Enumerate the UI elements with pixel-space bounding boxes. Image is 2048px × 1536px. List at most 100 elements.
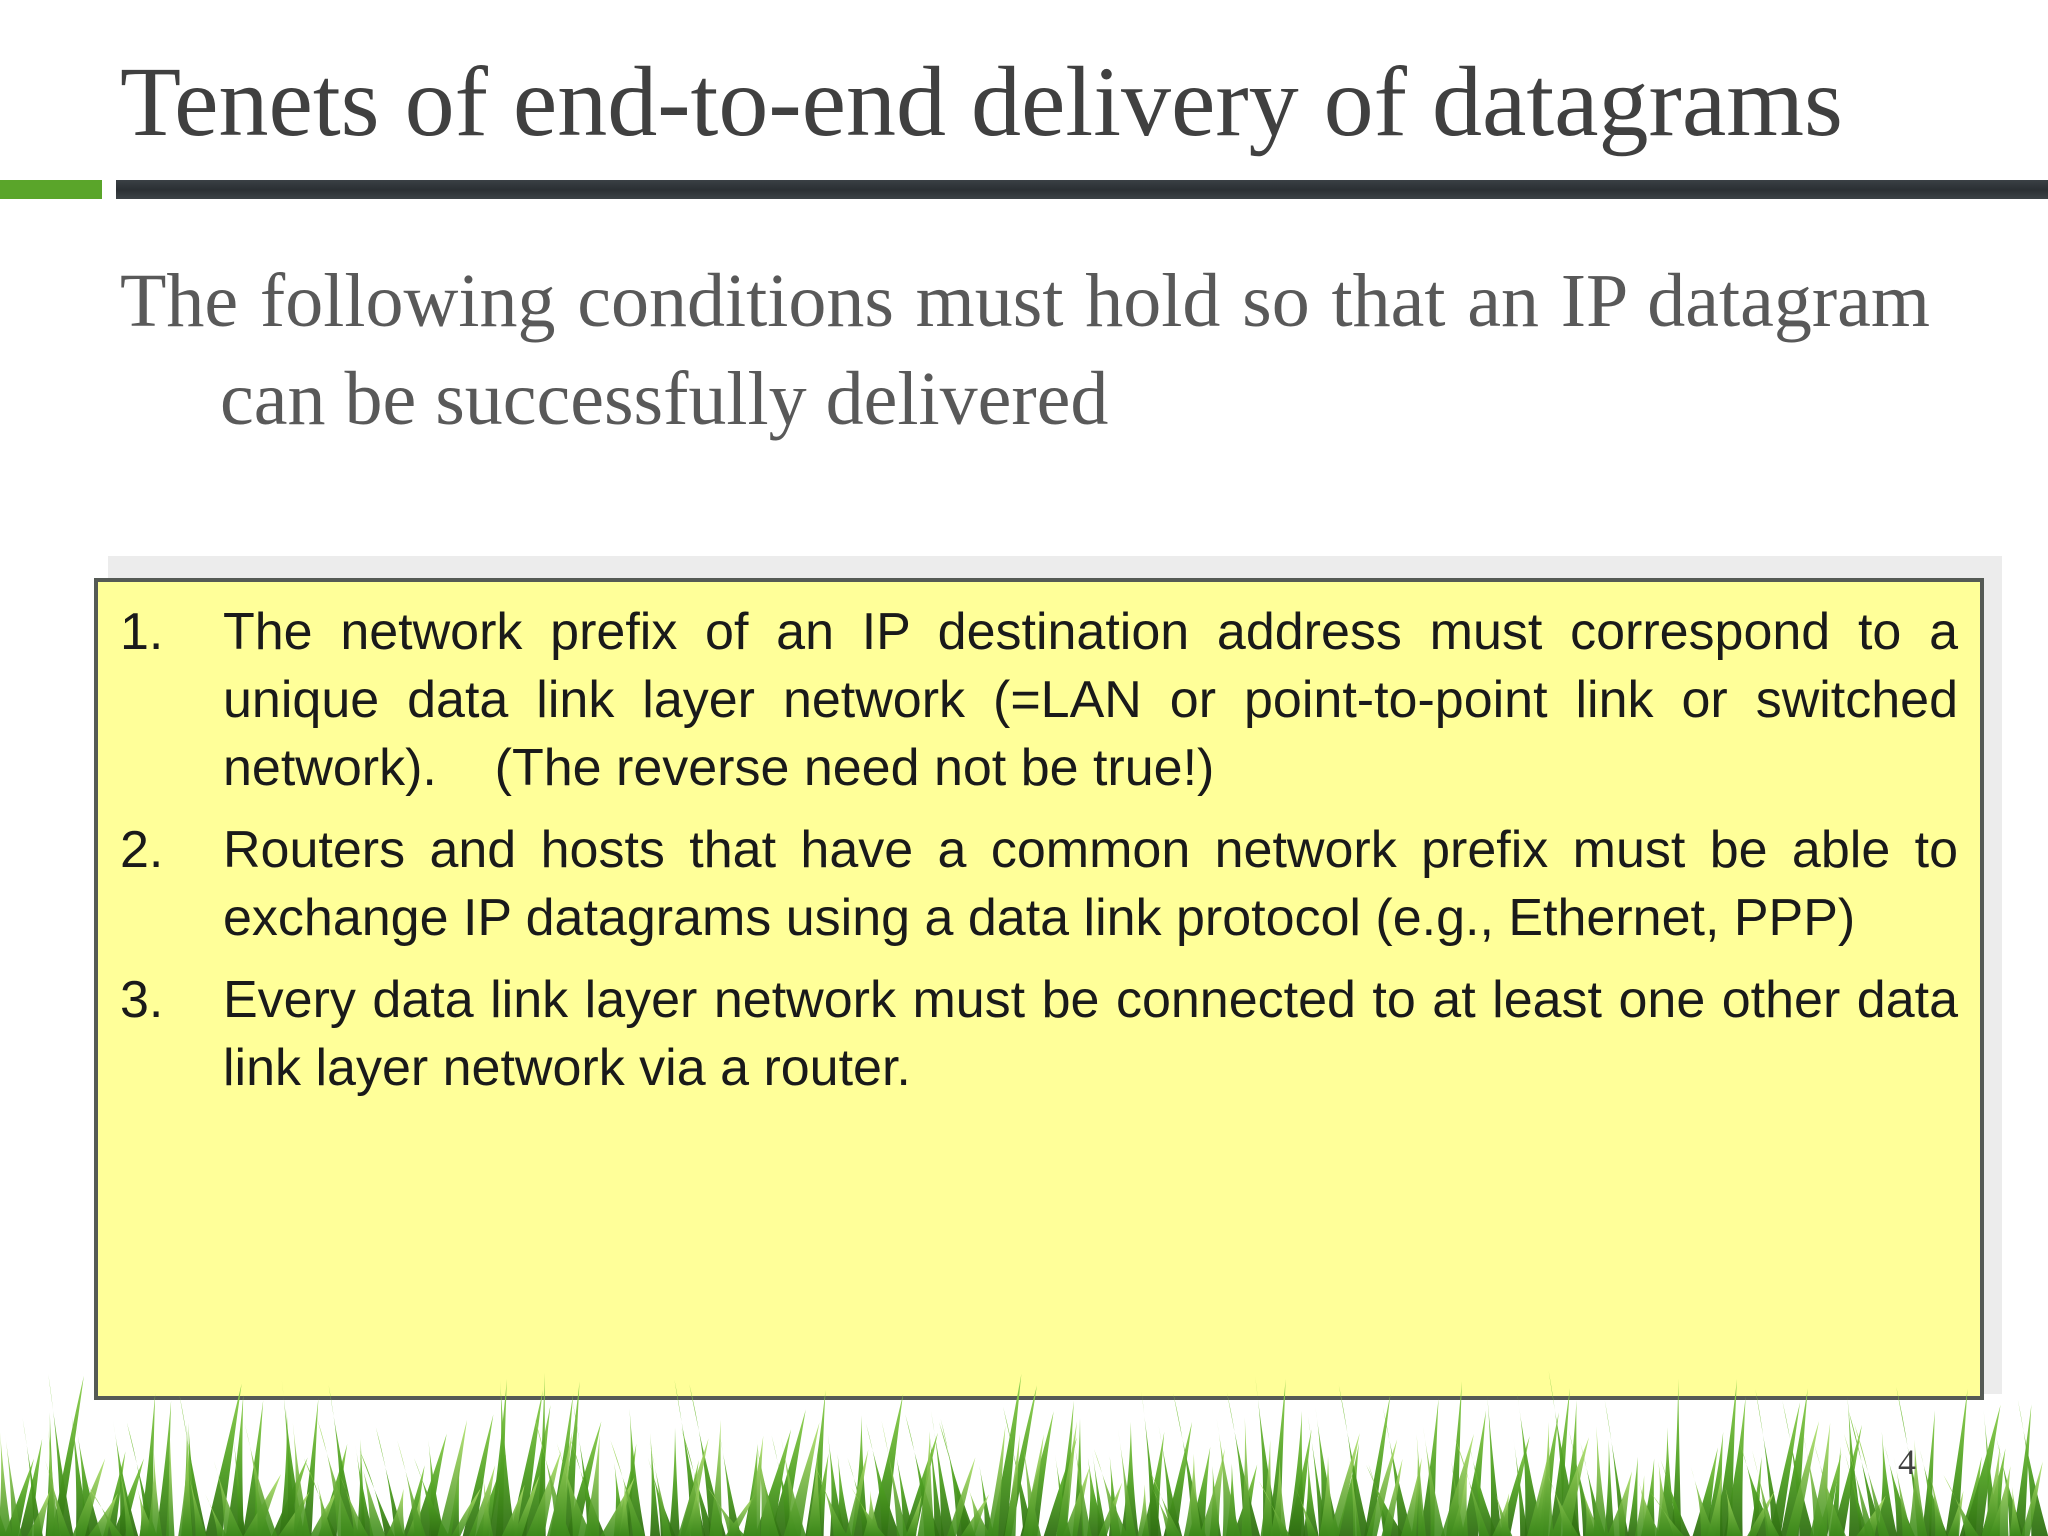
- grass-blade: [1655, 1461, 1675, 1536]
- grass-blade: [1468, 1444, 1498, 1536]
- grass-blade: [278, 1491, 310, 1536]
- grass-blade: [1747, 1491, 1775, 1536]
- grass-blade: [1071, 1424, 1092, 1536]
- condition-item: 2. Routers and hosts that have a common …: [120, 816, 1958, 952]
- grass-blade: [18, 1438, 43, 1536]
- grass-blade: [1158, 1425, 1183, 1536]
- grass-blade: [1093, 1448, 1129, 1536]
- grass-blade: [1486, 1389, 1502, 1536]
- grass-blade: [709, 1419, 723, 1536]
- grass-blade: [681, 1428, 715, 1536]
- grass-blade: [1216, 1418, 1241, 1536]
- grass-blade: [931, 1411, 956, 1536]
- grass-blade: [1832, 1424, 1862, 1536]
- grass-blade: [526, 1450, 562, 1536]
- grass-blade: [1270, 1458, 1288, 1536]
- grass-blade: [1517, 1393, 1545, 1536]
- grass-blade: [1003, 1406, 1036, 1536]
- grass-blade: [155, 1400, 172, 1536]
- grass-blade: [1382, 1407, 1414, 1536]
- grass-blade: [1627, 1456, 1638, 1536]
- grass-blade: [87, 1486, 122, 1536]
- grass-blade: [242, 1400, 264, 1536]
- grass-blade: [317, 1418, 357, 1536]
- grass-blade: [1877, 1431, 1898, 1536]
- grass-blade: [1650, 1493, 1684, 1536]
- grass-blade: [866, 1423, 900, 1536]
- grass-blade: [1725, 1487, 1743, 1536]
- grass-blade: [1087, 1457, 1107, 1536]
- condition-number: 1.: [120, 603, 164, 661]
- grass-blade: [1641, 1458, 1656, 1536]
- grass-blade: [1241, 1417, 1252, 1536]
- grass-blade: [281, 1380, 305, 1536]
- grass-blade: [1493, 1486, 1513, 1536]
- grass-blade: [1581, 1487, 1603, 1536]
- grass-blade: [806, 1453, 822, 1536]
- grass-blade: [0, 1432, 12, 1536]
- grass-blade: [1607, 1471, 1632, 1536]
- condition-item: 1. The network prefix of an IP destinati…: [120, 598, 1958, 802]
- grass-blade: [572, 1401, 598, 1536]
- grass-blade: [178, 1441, 193, 1536]
- grass-blade: [780, 1436, 807, 1536]
- grass-blade: [179, 1394, 207, 1536]
- grass-blade: [893, 1442, 915, 1536]
- grass-blade: [70, 1401, 91, 1536]
- grass-blade: [1120, 1421, 1139, 1536]
- grass-blade: [684, 1475, 703, 1536]
- grass-blade: [1022, 1434, 1044, 1536]
- grass-blade: [1461, 1410, 1487, 1536]
- grass-blade: [1908, 1439, 1928, 1536]
- conditions-list: 1. The network prefix of an IP destinati…: [120, 598, 1958, 1102]
- grass-blade: [547, 1431, 573, 1536]
- grass-blade: [618, 1483, 630, 1536]
- condition-text: Routers and hosts that have a common net…: [223, 821, 1958, 947]
- grass-blade: [1568, 1429, 1597, 1536]
- grass-blade: [649, 1442, 672, 1536]
- grass-blade: [1117, 1428, 1137, 1536]
- grass-blade: [1366, 1439, 1398, 1536]
- grass-blade: [244, 1422, 278, 1536]
- grass-blade: [4, 1428, 22, 1536]
- grass-blade: [808, 1453, 829, 1536]
- grass-blade: [1785, 1421, 1819, 1536]
- grass-blade: [513, 1475, 540, 1536]
- grass-blade: [1259, 1481, 1291, 1536]
- grass-blade: [1919, 1449, 1949, 1536]
- grass-blade: [1947, 1490, 1964, 1536]
- grass-blade: [1893, 1456, 1913, 1536]
- grass-blade: [451, 1487, 482, 1536]
- grass-blade: [205, 1383, 242, 1536]
- grass-blade: [905, 1495, 922, 1536]
- grass-blade: [292, 1422, 311, 1536]
- grass-blade: [689, 1384, 726, 1536]
- grass-blade: [1638, 1480, 1662, 1536]
- slide-title: Tenets of end-to-end delivery of datagra…: [120, 46, 1843, 157]
- grass-blade: [1004, 1434, 1020, 1536]
- grass-blade: [1843, 1433, 1876, 1536]
- grass-blade: [1989, 1466, 2011, 1536]
- grass-blade: [1996, 1438, 2025, 1536]
- grass-blade: [137, 1488, 157, 1536]
- grass-blade: [1538, 1422, 1554, 1536]
- grass-blade: [186, 1466, 207, 1536]
- grass-blade: [1141, 1431, 1165, 1536]
- condition-item: 3. Every data link layer network must be…: [120, 966, 1958, 1102]
- grass-blade: [1739, 1440, 1776, 1536]
- grass-blade: [213, 1460, 243, 1536]
- grass-blade: [303, 1458, 337, 1536]
- grass-blade: [1319, 1456, 1336, 1536]
- grass-blade: [610, 1440, 646, 1536]
- grass-blade: [1604, 1400, 1629, 1536]
- grass-blade: [1137, 1484, 1150, 1536]
- grass-blade: [1660, 1459, 1690, 1536]
- grass-blade: [340, 1476, 369, 1536]
- grass-blade: [2013, 1404, 2032, 1536]
- grass-blade: [318, 1443, 348, 1536]
- grass-blade: [316, 1480, 334, 1536]
- grass-blade: [1173, 1393, 1206, 1536]
- grass-blade: [1455, 1438, 1490, 1536]
- condition-text: Every data link layer network must be co…: [223, 971, 1958, 1097]
